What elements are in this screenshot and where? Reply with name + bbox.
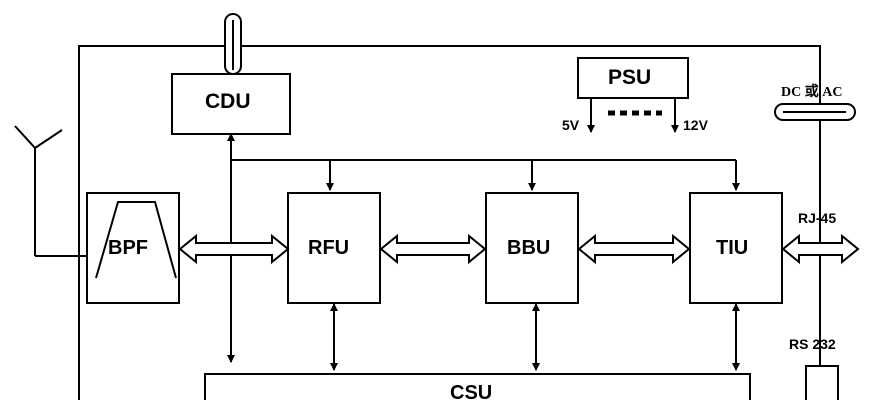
antenna-icon <box>14 125 87 257</box>
psu-label: PSU <box>608 66 652 89</box>
cdu-connector-icon <box>224 13 242 75</box>
psu-5v-label: 5V <box>562 117 580 133</box>
rfu-label: RFU <box>308 237 350 259</box>
csu-block <box>204 373 751 400</box>
enclosure-frame <box>78 45 821 400</box>
psu-outputs <box>587 98 679 133</box>
rs232-label: RS 232 <box>789 336 836 352</box>
rfu-block <box>287 192 381 304</box>
bpf-block <box>86 192 180 304</box>
data-links <box>178 233 860 265</box>
bbu-label: BBU <box>507 237 551 259</box>
cdu-block <box>171 73 291 135</box>
csu-links <box>330 303 740 371</box>
psu-block <box>577 57 689 99</box>
cdu-label: CDU <box>205 90 251 113</box>
psu-12v-label: 12V <box>683 117 708 133</box>
power-connector-icon <box>774 103 856 121</box>
tiu-label: TIU <box>716 237 749 259</box>
rj45-label: RJ-45 <box>798 210 837 226</box>
rs232-port <box>805 365 839 400</box>
bpf-label: BPF <box>108 237 148 259</box>
bpf-filter-shape <box>95 201 177 279</box>
csu-label: CSU <box>450 382 493 404</box>
power-input-label: DC 或 AC <box>781 85 843 100</box>
